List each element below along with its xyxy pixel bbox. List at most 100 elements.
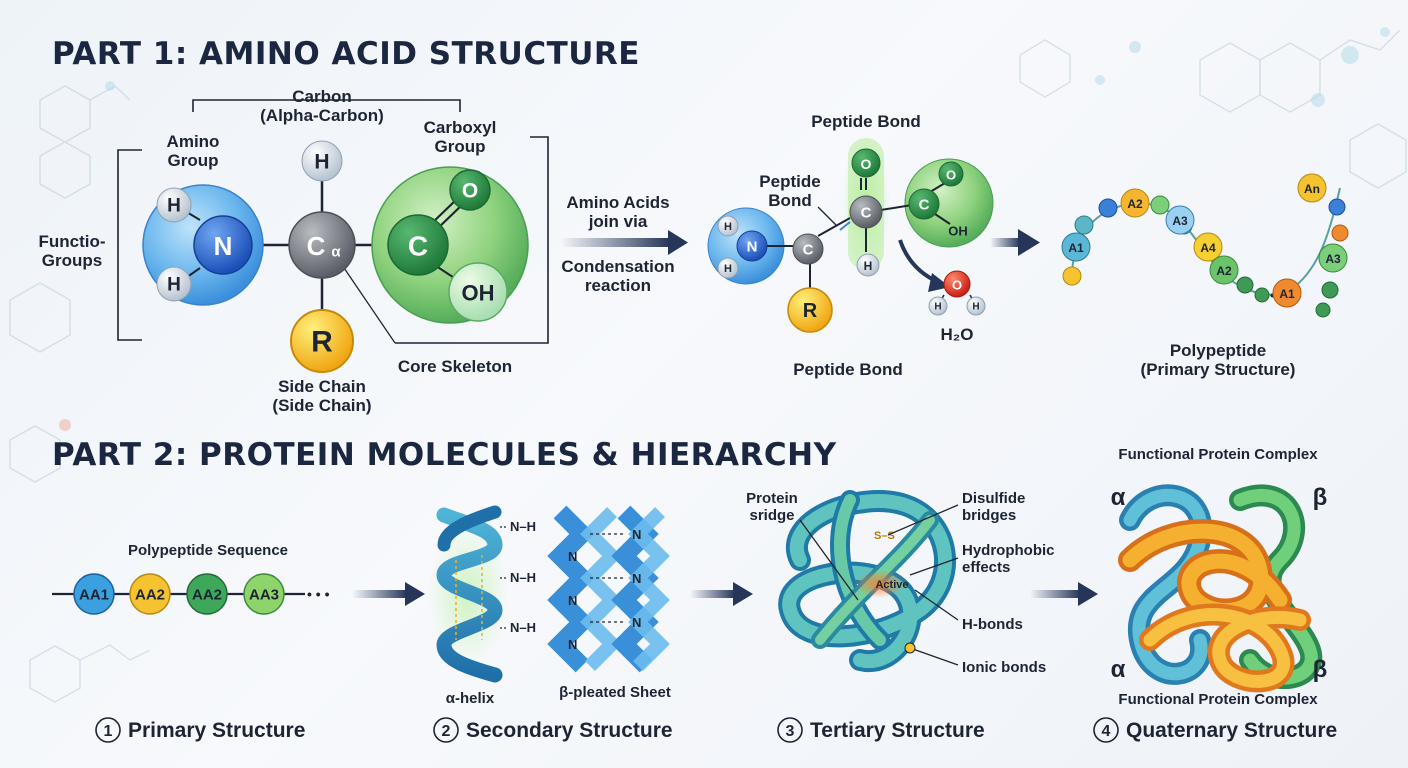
sheet-n-6: N: [632, 615, 641, 630]
reaction-label-line1: Amino Acids: [566, 193, 669, 212]
stage-number-3: 3: [786, 723, 795, 740]
secondary-structure-label: Secondary Structure: [466, 719, 673, 742]
functional-groups-label-line2: Groups: [42, 251, 102, 270]
peptide-bond-top-label: Peptide Bond: [811, 112, 921, 131]
side-chain-label-line2: (Side Chain): [272, 396, 371, 415]
functional-groups-bracket: [117, 149, 142, 341]
polypeptide-sequence-label: Polypeptide Sequence: [128, 542, 288, 559]
dipeptide-nitrogen: N: [747, 239, 758, 256]
primary-to-secondary-arrow: [352, 582, 425, 606]
dipeptide-molecule: H H N C R O C H C O OH O H H: [707, 135, 994, 333]
tertiary-fold: [778, 490, 956, 673]
quaternary-alpha-bottom: α: [1111, 656, 1126, 683]
amino-h-bottom: H: [167, 275, 181, 296]
helix-nh-1: N–H: [510, 519, 536, 534]
tertiary-structure-label: Tertiary Structure: [810, 719, 985, 742]
polypeptide-bead: A1: [1068, 241, 1084, 255]
polypeptide-bead: A1: [1279, 287, 1295, 301]
side-chain-label-line1: Side Chain: [278, 377, 366, 396]
amino-h-top: H: [167, 196, 181, 217]
dipeptide-h1: H: [724, 221, 732, 233]
alpha-subscript: α: [331, 244, 341, 261]
protein-bridge-label-line2: sridge: [749, 507, 794, 524]
dipeptide-alpha-carbon: C: [803, 242, 814, 259]
quaternary-structure-label: Quaternary Structure: [1126, 719, 1337, 742]
protein-bridge-label-line1: Protein: [746, 490, 798, 507]
water-oxygen: O: [952, 278, 962, 293]
carboxyl-oh-group: OH: [462, 281, 495, 306]
primary-structure-label: Primary Structure: [128, 719, 305, 742]
primary-sequence: AA1 AA2 AA2 AA3 • • •: [52, 573, 330, 615]
beta-pleated-sheet: [547, 505, 670, 673]
polypeptide-bead: A2: [1216, 264, 1232, 278]
carbon-label: Carbon: [292, 87, 352, 106]
reaction-label-line4: reaction: [585, 276, 651, 295]
alpha-h-atom: H: [314, 151, 329, 174]
sheet-n-5: N: [632, 571, 641, 586]
primary-bead-aa1: AA1: [79, 587, 109, 604]
water-h1: H: [934, 302, 941, 313]
quaternary-beta-top: β: [1313, 484, 1328, 511]
water-label: H₂O: [940, 325, 973, 344]
stage-secondary: 2 Secondary Structure: [433, 717, 673, 743]
alpha-carbon-bracket: [192, 99, 461, 112]
dipeptide-h3: H: [864, 259, 873, 273]
reaction-label-line3: Condensation: [561, 257, 674, 276]
side-chain-r-atom: R: [311, 326, 333, 359]
polypeptide-label-line1: Polypeptide: [1170, 341, 1266, 360]
polypeptide-label-line2: (Primary Structure): [1141, 360, 1296, 379]
dipeptide-carboxyl-carbon: C: [919, 197, 930, 214]
part1-title: PART 1: AMINO ACID STRUCTURE: [52, 36, 640, 72]
amino-group-label-line1: Amino: [167, 132, 220, 151]
dipeptide-oh: OH: [948, 224, 968, 239]
condensation-arrow: [560, 230, 688, 255]
sheet-n-3: N: [568, 637, 577, 652]
ionic-bonds-label: Ionic bonds: [962, 659, 1046, 676]
water-h2: H: [972, 302, 979, 313]
disulfide-label-line2: bridges: [962, 507, 1016, 524]
carboxyl-oxygen-atom: O: [462, 180, 478, 203]
h-bonds-label: H-bonds: [962, 616, 1023, 633]
carboxyl-carbon-atom: C: [408, 231, 428, 262]
peptide-bond-side-label-line2: Bond: [768, 191, 811, 210]
quaternary-bottom-label: Functional Protein Complex: [1118, 691, 1318, 708]
alpha-carbon-label: (Alpha-Carbon): [260, 106, 384, 125]
carboxyl-group-label-line2: Group: [435, 137, 486, 156]
helix-nh-2: N–H: [510, 570, 536, 585]
tertiary-to-quaternary-arrow: [1030, 582, 1098, 606]
alpha-helix: [428, 505, 508, 683]
polypeptide-bead: A3: [1325, 252, 1341, 266]
sheet-n-4: N: [632, 527, 641, 542]
hydrophobic-label-line1: Hydrophobic: [962, 542, 1055, 559]
amino-group-label-line2: Group: [168, 151, 219, 170]
active-site-label: Active: [875, 579, 908, 591]
polypeptide-beads: A1 A2 A3 A4 A2 • • A1 A3 An: [1061, 173, 1348, 308]
primary-bead-aa2: AA2: [135, 587, 165, 604]
polypeptide-bead: An: [1304, 182, 1320, 196]
hydrophobic-label-line2: effects: [962, 559, 1010, 576]
dipeptide-r-group: R: [803, 300, 818, 322]
disulfide-ss-marker: S–S: [874, 530, 895, 542]
alpha-helix-label: α-helix: [446, 690, 495, 707]
disulfide-label-line1: Disulfide: [962, 490, 1025, 507]
reaction-label-line2: join via: [588, 212, 648, 231]
background-molecules: [9, 29, 1407, 703]
peptide-bond-bottom-label: Peptide Bond: [793, 360, 903, 379]
dipeptide-oxygen-double: O: [861, 156, 872, 172]
functional-groups-label-line1: Functio-: [38, 232, 105, 251]
background-atoms: [59, 27, 1390, 431]
quaternary-beta-bottom: β: [1313, 656, 1328, 683]
sheet-n-1: N: [568, 549, 577, 564]
primary-bead-aa3: AA3: [249, 587, 279, 604]
carboxyl-group-label-line1: Carboxyl: [424, 118, 497, 137]
beta-sheet-label: β-pleated Sheet: [559, 684, 671, 701]
peptide-bond-side-label-line1: Peptide: [759, 172, 820, 191]
dipeptide-h2: H: [724, 263, 732, 275]
stage-number-1: 1: [104, 723, 113, 740]
core-skeleton-leader: [339, 261, 396, 344]
polypeptide-bead: A4: [1200, 241, 1216, 255]
quaternary-complex: [1118, 484, 1323, 693]
core-skeleton-label: Core Skeleton: [398, 357, 512, 376]
polypeptide-bead: A2: [1127, 197, 1143, 211]
